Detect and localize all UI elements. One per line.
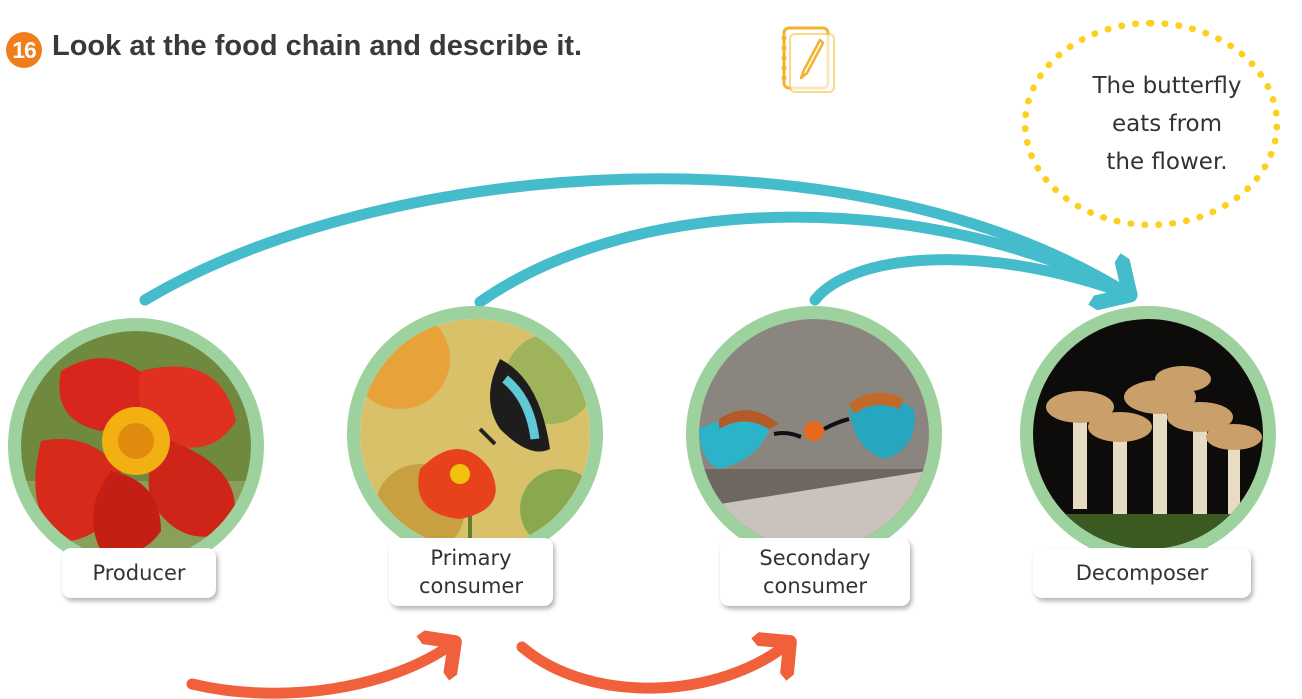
- butterfly-photo: [360, 319, 590, 549]
- arrow-producer-to-primary: [186, 642, 455, 699]
- producer-label: Producer: [62, 548, 216, 598]
- speech-bubble-text: The butterfly eats from the flower.: [1092, 73, 1242, 175]
- instruction-title: Look at the food chain and describe it.: [52, 30, 583, 62]
- secondary-consumer-label: Secondary consumer: [720, 538, 910, 606]
- arrow-primary-to-secondary: [516, 642, 790, 694]
- notebook-pencil-icon: [781, 26, 835, 93]
- producer-image: [8, 318, 264, 574]
- primary-consumer-image: [347, 306, 603, 562]
- arrow-secondary-to-decomposer: [809, 254, 1136, 306]
- decomposer-label: Decomposer: [1033, 548, 1251, 598]
- speech-bubble: The butterfly eats from the flower.: [1022, 20, 1280, 228]
- red-flower-photo: [21, 331, 251, 561]
- arrow-primary-to-decomposer: [474, 211, 1136, 308]
- decomposer-image: [1020, 306, 1276, 562]
- arrow-producer-to-decomposer: [139, 173, 1130, 300]
- secondary-consumer-image: [686, 306, 942, 562]
- mushrooms-photo: [1033, 319, 1263, 549]
- exercise-number-badge: 16: [6, 32, 42, 68]
- birds-photo: [699, 319, 929, 549]
- primary-consumer-label: Primary consumer: [389, 538, 553, 606]
